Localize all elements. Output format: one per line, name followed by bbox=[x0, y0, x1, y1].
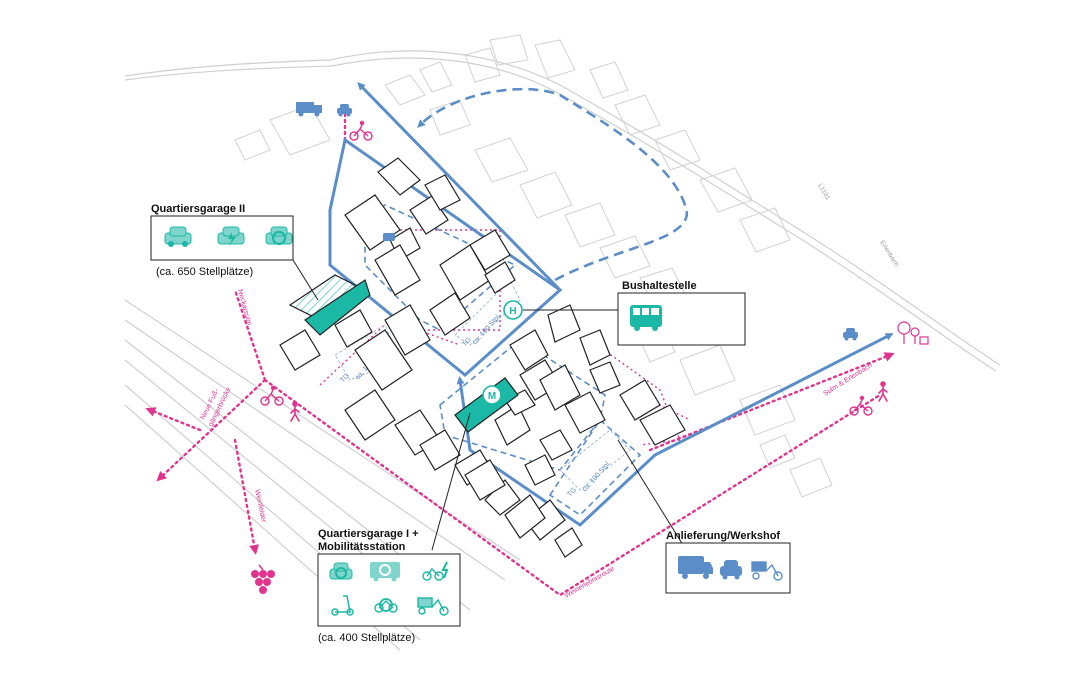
box-quartiersgarage-1: Quartiersgarage I + Mobilitätsstation bbox=[317, 528, 461, 644]
camper-sharing-icon bbox=[370, 562, 400, 582]
exit-north bbox=[357, 82, 562, 292]
label-l1101: L1101 bbox=[816, 183, 831, 202]
box-anlieferung: Anlieferung/Werkshof bbox=[665, 530, 791, 594]
quartiersgarage-1-title-line2: Mobilitätsstation bbox=[318, 541, 406, 553]
new-buildings bbox=[279, 157, 686, 558]
tree-icon bbox=[897, 321, 929, 345]
quartiersgarage-1-title-line1: Quartiersgarage I + bbox=[318, 528, 419, 540]
car-sharing-icon bbox=[265, 226, 293, 246]
marker-bus-stop-letter: H bbox=[509, 306, 516, 317]
delivery-van-icon bbox=[678, 556, 713, 579]
route-weinerlebnisroute bbox=[263, 378, 882, 597]
pedestrian-routes bbox=[145, 110, 895, 597]
quartiersgarage-1-caption: (ca. 400 Stellplätze) bbox=[318, 632, 415, 644]
anlieferung-title: Anlieferung/Werkshof bbox=[666, 530, 780, 542]
label-erlenbach-road: Erlenbach bbox=[878, 239, 900, 268]
pedestrian-icon bbox=[878, 381, 888, 402]
grapes-icon bbox=[251, 564, 275, 594]
truck-icon bbox=[296, 102, 322, 117]
context-roads bbox=[124, 50, 1001, 651]
label-tg-south: ca. 100 Stpl. bbox=[581, 460, 612, 494]
bicycle-icon bbox=[849, 395, 873, 416]
label-tg-short-c: TG bbox=[566, 486, 578, 498]
car-sharing-icon bbox=[329, 562, 353, 580]
label-tg-short-a: TG bbox=[461, 336, 473, 348]
cargo-bike-icon bbox=[751, 561, 783, 581]
cargo-bike-icon bbox=[417, 597, 449, 616]
tg-north bbox=[364, 204, 517, 331]
quartiersgarage-2-title: Quartiersgarage II bbox=[151, 203, 245, 215]
marker-bus-stop: H bbox=[503, 300, 523, 320]
quartiersgarage-2-caption: (ca. 650 Stellplätze) bbox=[156, 266, 253, 278]
existing-buildings bbox=[234, 34, 833, 498]
bike-sharing-icon bbox=[374, 598, 398, 613]
south-block-access bbox=[468, 333, 894, 527]
leader-lines bbox=[292, 259, 684, 551]
pedestrian-icon bbox=[290, 401, 300, 422]
vehicle-routes bbox=[328, 82, 894, 527]
car-icon bbox=[164, 226, 192, 247]
scooter-icon bbox=[331, 595, 354, 616]
label-weinerlebnisroute: Weinerlebnisroute bbox=[564, 565, 616, 599]
car-charging-icon bbox=[217, 226, 245, 246]
route-bridge-west bbox=[145, 407, 202, 432]
tg-south bbox=[548, 418, 642, 517]
route-weinfelder bbox=[233, 438, 260, 555]
bicycle-icon bbox=[349, 120, 373, 141]
marker-mobility-station-letter: M bbox=[488, 391, 496, 402]
quartiersgarage-2-footprint bbox=[304, 279, 371, 336]
marker-mobility-station: M bbox=[482, 385, 502, 405]
small-bus-icon bbox=[383, 233, 395, 241]
bushaltestelle-title: Bushaltestelle bbox=[622, 280, 697, 292]
route-bridge-south bbox=[156, 378, 267, 482]
label-neckarsulm: Neckarsulm bbox=[236, 289, 252, 327]
route-sulm-erlenbach bbox=[648, 352, 895, 452]
car-icon bbox=[337, 104, 352, 117]
label-tg-north: ca. 100 Stpl. bbox=[471, 313, 502, 347]
loop-road-dashed bbox=[417, 87, 689, 282]
label-tg-short-b: TG bbox=[339, 372, 351, 384]
box-quartiersgarage-2: Quartiersgarage II (ca. 650 Stellplätze) bbox=[150, 203, 294, 278]
bus-icon bbox=[630, 305, 662, 331]
bike-charging-icon bbox=[422, 561, 449, 581]
car-icon bbox=[720, 560, 742, 580]
car-icon bbox=[843, 328, 858, 341]
box-bushaltestelle: Bushaltestelle bbox=[617, 280, 746, 346]
bicycle-icon bbox=[260, 385, 284, 406]
route-neckarsulm bbox=[233, 288, 267, 382]
